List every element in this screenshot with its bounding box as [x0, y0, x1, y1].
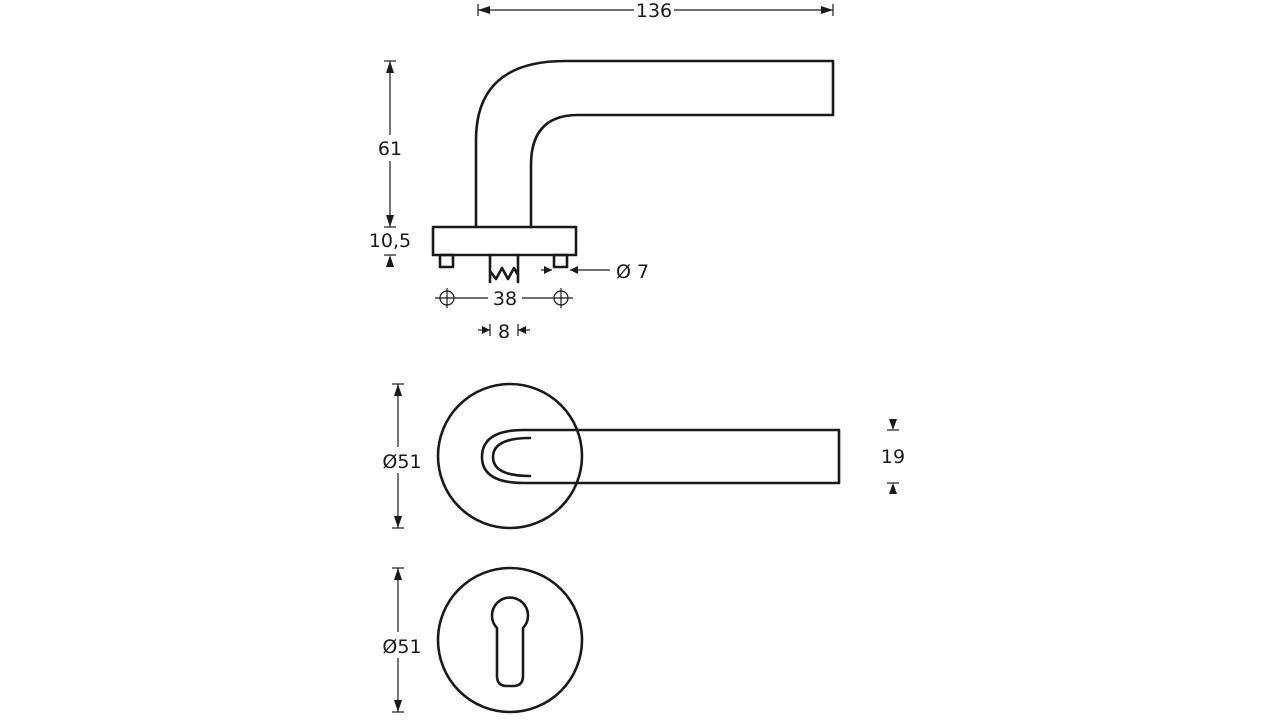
dimension-pin-spacing: 38 [435, 287, 573, 310]
fixing-pin-right [552, 253, 569, 269]
front-view: Ø51 19 [378, 382, 905, 530]
dimension-rose-height: 10,5 [369, 230, 411, 267]
cylinder-keyhole [490, 596, 530, 688]
escutcheon-diameter-label: Ø51 [382, 636, 421, 658]
side-view: 136 61 10,5 [369, 0, 835, 343]
dimension-grip-width: 19 [881, 419, 905, 494]
pin-diameter-label: Ø 7 [616, 261, 649, 283]
escutcheon-circle [436, 566, 584, 714]
dimension-escutcheon-diameter: Ø51 [378, 567, 426, 713]
lever-front-outline [480, 428, 841, 485]
dimension-pin-diameter: Ø 7 [541, 261, 649, 283]
dimension-front-rose-diameter: Ø51 [378, 383, 426, 529]
pin-spacing-label: 38 [493, 288, 517, 310]
lever-side-outline [474, 59, 835, 229]
fixing-pin-left [438, 253, 455, 269]
escutcheon-view: Ø51 [378, 566, 584, 714]
lever-neck-inner [491, 436, 532, 478]
dimension-lever-height: 61 [372, 60, 408, 228]
dimension-overall-length: 136 [477, 0, 834, 22]
rose-side-plate [431, 225, 578, 257]
dimension-spindle-square: 8 [478, 321, 530, 343]
overall-length-label: 136 [636, 0, 672, 22]
lever-height-label: 61 [378, 138, 402, 160]
rose-front-circle [436, 382, 584, 530]
spindle [488, 253, 520, 284]
spindle-square-label: 8 [498, 321, 510, 343]
rose-height-label: 10,5 [369, 230, 411, 252]
grip-width-label: 19 [881, 446, 905, 468]
front-rose-diameter-label: Ø51 [382, 451, 421, 473]
